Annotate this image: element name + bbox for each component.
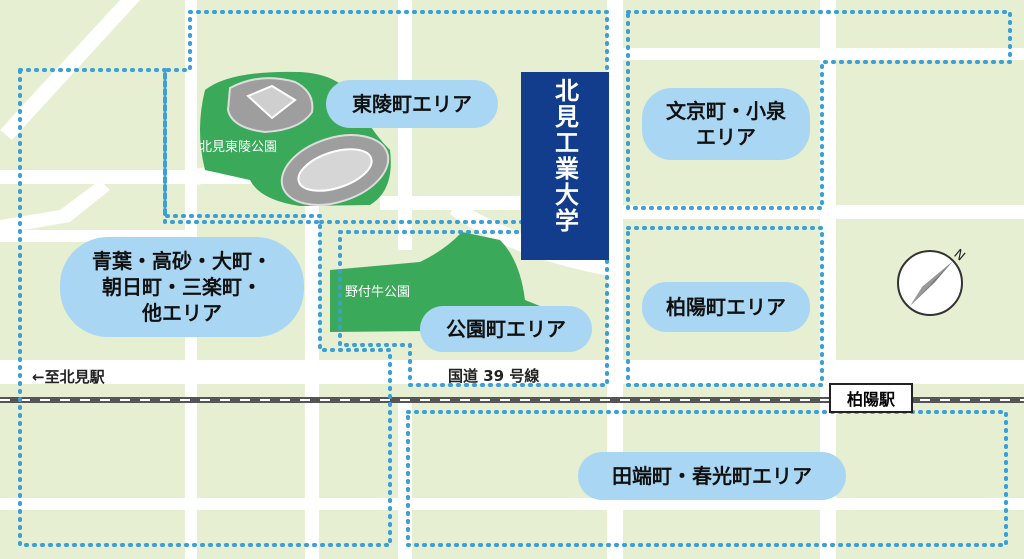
- boundary-tabata: [406, 410, 1008, 547]
- area-toryo[interactable]: 東陵町エリア: [326, 80, 498, 128]
- compass-icon: [897, 250, 963, 316]
- station-label: 柏陽駅: [829, 383, 913, 413]
- boundary-hakuyo: [626, 226, 824, 387]
- area-bunkyo[interactable]: 文京町・小泉 エリア: [642, 88, 810, 160]
- university-building: 北見工業大学: [521, 72, 609, 260]
- road-label: 国道 39 号線: [448, 367, 540, 385]
- athletics-stadium: [280, 134, 390, 206]
- area-tabata[interactable]: 田端町・春光町エリア: [578, 452, 846, 500]
- boundary-bunkyo: [626, 10, 1012, 210]
- area-aoba[interactable]: 青葉・高砂・大町・ 朝日町・三楽町・ 他エリア: [60, 237, 304, 337]
- notsuke-park-label: 野付牛公園: [345, 285, 411, 300]
- area-koen[interactable]: 公園町エリア: [420, 306, 592, 352]
- baseball-stadium: [226, 77, 314, 134]
- toryo-park-label: 北見東陵公園: [199, 140, 278, 155]
- railway: [0, 397, 1024, 403]
- area-hakuyo[interactable]: 柏陽町エリア: [642, 282, 810, 332]
- national-road-39: [0, 360, 1024, 384]
- direction-label: ←至北見駅: [32, 368, 105, 386]
